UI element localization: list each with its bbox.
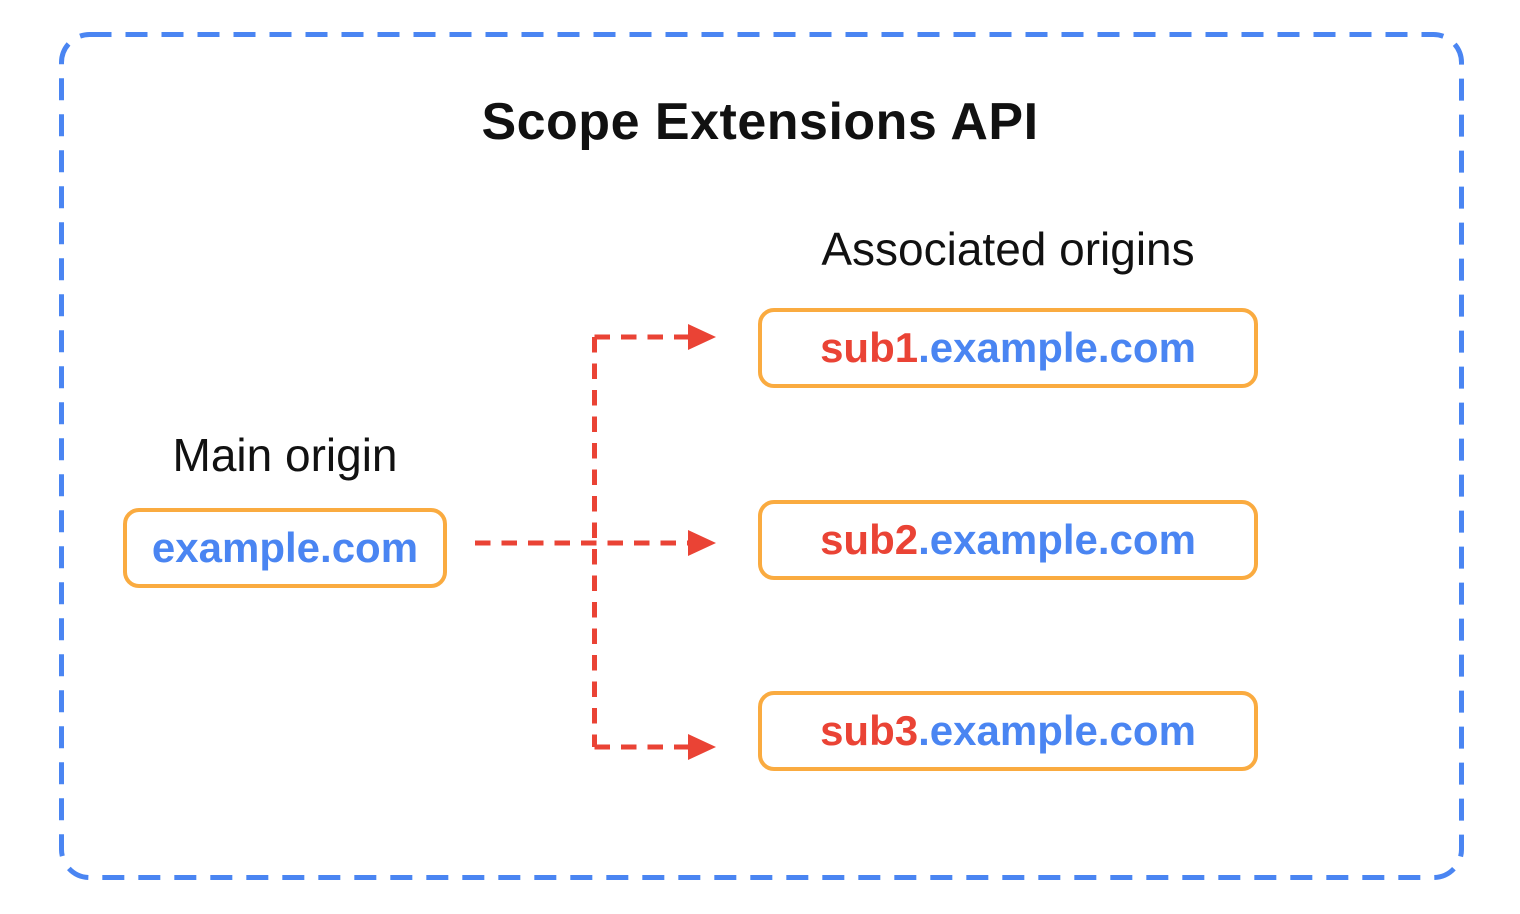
main-origin-box: example.com [123,508,447,588]
outer-dashed-border [59,32,1464,880]
main-origin-domain: example.com [151,524,419,571]
diagram-title: Scope Extensions API [481,93,1039,151]
associated-origin-box-sub1: sub1.example.com [758,308,1258,388]
associated-origins-label: Associated origins [821,223,1195,275]
arrowhead-sub1-icon [688,324,716,350]
associated-origin-box-sub2: sub2.example.com [758,500,1258,580]
arrowhead-sub3-icon [688,734,716,760]
arrowhead-sub2-icon [688,530,716,556]
domain-suffix: .example.com [918,516,1196,563]
domain-suffix: .example.com [918,707,1196,754]
main-origin-label: Main origin [172,429,398,481]
associated-origin-box-sub3: sub3.example.com [758,691,1258,771]
subdomain-prefix: sub3 [820,707,919,754]
domain-suffix: .example.com [918,324,1196,371]
subdomain-prefix: sub1 [820,324,919,371]
subdomain-prefix: sub2 [820,516,919,563]
